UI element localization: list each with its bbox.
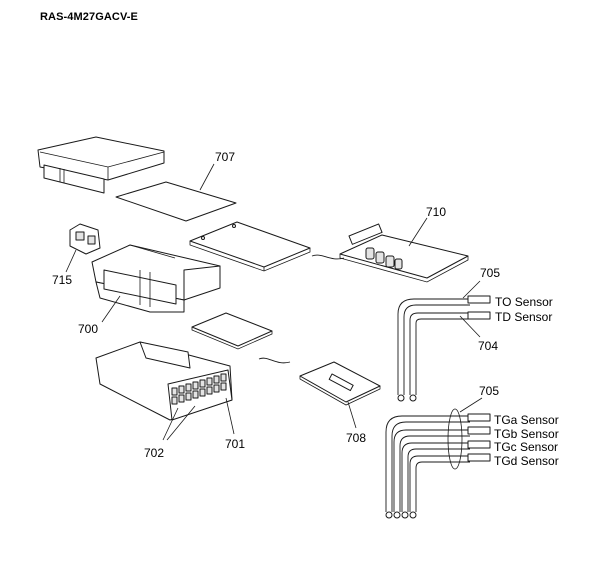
label-708: 708 [346,431,366,445]
part-715: 715 [52,223,101,287]
part-710-pcb: 710 [339,205,469,283]
label-td-sensor: TD Sensor [495,310,552,324]
label-705-top: 705 [480,266,500,280]
label-707: 707 [215,150,235,164]
terminal-block [171,373,227,405]
label-701: 701 [225,437,245,451]
label-704: 704 [478,339,498,353]
terminal-base-assembly: 702 701 [95,341,245,460]
label-tga-sensor: TGa Sensor [494,413,559,427]
connector-wire [311,254,345,260]
control-board [189,221,311,272]
label-tgd-sensor: TGd Sensor [494,454,559,468]
model-title: RAS-4M27GACV-E [40,11,138,23]
label-702: 702 [144,446,164,460]
tg-sensor-assembly: TGa Sensor TGb Sensor TGc Sensor TGd Sen… [385,384,559,519]
insulation-sheet [191,312,273,350]
label-705-bottom: 705 [479,384,499,398]
label-tgb-sensor: TGb Sensor [494,427,559,441]
to-td-sensor-assembly: TO Sensor TD Sensor 705 704 [397,266,553,402]
part-700-frame: 700 [78,244,221,336]
label-715: 715 [52,273,72,287]
part-708-board: 708 [299,361,381,445]
part-707-sheet: 707 [115,150,237,222]
label-to-sensor: TO Sensor [495,295,553,309]
label-710: 710 [426,205,446,219]
top-cover [37,136,165,194]
small-wire [258,357,291,364]
label-tgc-sensor: TGc Sensor [494,440,558,454]
label-700: 700 [78,322,98,336]
